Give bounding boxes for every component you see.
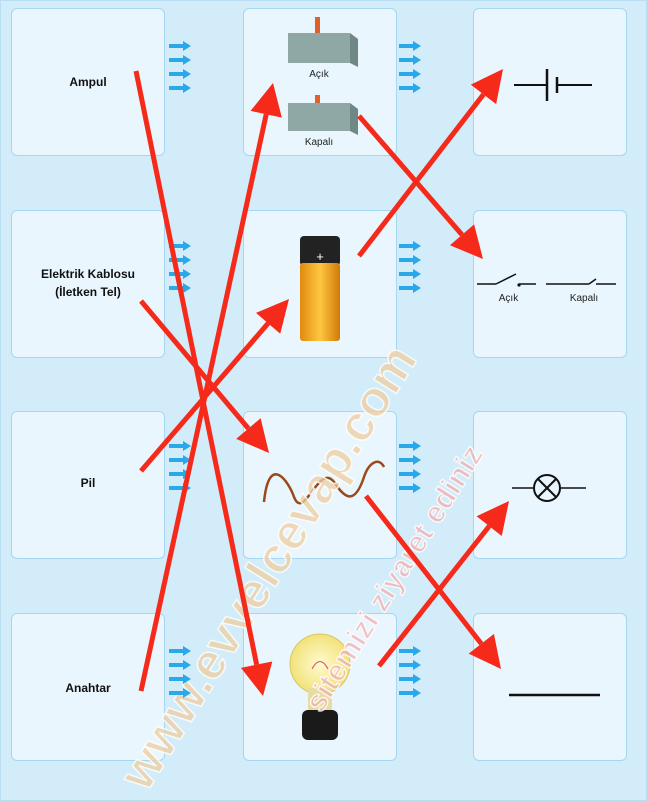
answer-arrow-2 (139, 299, 269, 453)
blue-arrows-icon (399, 441, 421, 493)
label-symbol-open: Açık (498, 293, 519, 304)
label-iletken-tel: (İletken Tel) (55, 285, 121, 299)
answer-arrow-6 (357, 69, 503, 258)
answer-arrow-8 (377, 501, 509, 668)
blue-arrows-icon (399, 241, 421, 293)
card-wire-image (243, 411, 397, 559)
card-wire-symbol (473, 613, 627, 761)
card-lamp-symbol (473, 411, 627, 559)
label-elektrik-kablosu: Elektrik Kablosu (40, 267, 136, 281)
card-switch-symbols: Açık Kapalı (473, 210, 627, 358)
label-anahtar: Anahtar (65, 681, 111, 695)
card-pil: Pil (11, 411, 165, 559)
card-anahtar: Anahtar (11, 613, 165, 761)
lamp-symbol-icon (512, 474, 586, 502)
battery-plus-sign: + (316, 249, 324, 264)
answer-arrow-4 (138, 83, 282, 692)
label-switch-closed: Kapalı (304, 137, 334, 148)
label-switch-open: Açık (309, 69, 329, 80)
switch-symbol-icon (477, 273, 616, 287)
blue-arrows-icon (169, 646, 191, 698)
light-bulb-icon (289, 633, 351, 740)
battery-symbol-icon (514, 69, 592, 101)
blue-arrows-icon (169, 41, 191, 93)
card-elektrik-kablosu: Elektrik Kablosu (İletken Tel) (11, 210, 165, 358)
label-ampul: Ampul (69, 75, 107, 89)
push-switch-icon (288, 17, 358, 135)
card-battery-image: + (243, 210, 397, 358)
answer-arrow-5 (357, 114, 483, 259)
wire-symbol-icon (509, 693, 600, 697)
wire-icon (262, 460, 386, 505)
blue-arrows-icon (399, 646, 421, 698)
label-symbol-closed: Kapalı (569, 293, 599, 304)
label-pil: Pil (80, 476, 96, 490)
answer-arrow-7 (364, 494, 501, 669)
card-bulb-image (243, 613, 397, 761)
battery-icon (300, 236, 340, 341)
blue-arrows-icon (399, 41, 421, 93)
answer-arrow-1 (133, 70, 273, 696)
